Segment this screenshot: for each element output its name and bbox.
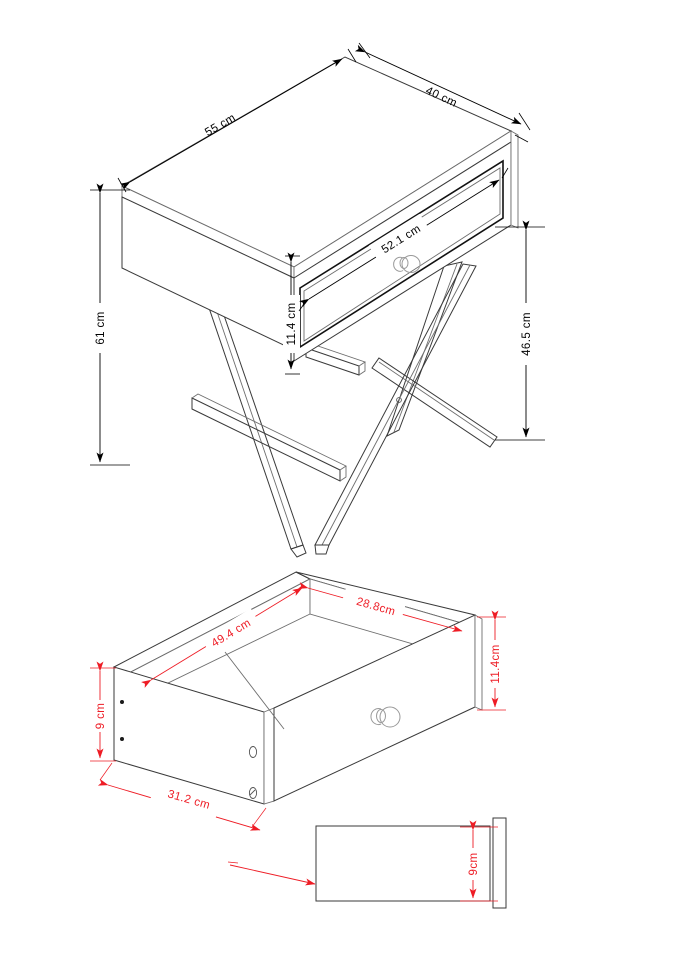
- flat-panel-end-cap: [492, 817, 507, 909]
- dimension-label-side-height: 9 cm: [95, 703, 107, 730]
- view-drawer-box: 49.4 cm 28.8cm 9 cm: [90, 571, 506, 886]
- dimension-label-drawer-front-height: 11.4 cm: [286, 303, 298, 346]
- leg-back-long: [371, 357, 498, 448]
- stretcher-lower-top: [191, 393, 347, 471]
- dimension-total-height: 61 cm: [90, 183, 130, 466]
- leg-frame: [191, 261, 498, 558]
- dimension-side-height: 9 cm: [90, 661, 116, 762]
- stretcher-upper: [305, 347, 360, 376]
- cabinet-right-edge: [510, 130, 519, 229]
- cabinet-body: [120, 56, 519, 362]
- leg-pivot-hole: [396, 397, 402, 403]
- dimension-label-leg-height: 46.5 cm: [521, 312, 533, 356]
- leg-front-left-upper-inner: [211, 296, 298, 548]
- leg-front-right-foot: [314, 544, 330, 555]
- drawer-side-panel-left-edge: [263, 707, 275, 805]
- leg-front-left-foot: [290, 544, 307, 558]
- view-side-panel-flat: 9cm: [315, 817, 507, 909]
- dimension-inner-width: 28.8cm: [297, 582, 463, 632]
- dimension-side-length: 31.2 cm: [97, 762, 316, 886]
- dowel-hole-icon: [120, 737, 124, 741]
- view-assembled-nightstand: 55 cm 40 cm 61 cm: [90, 42, 545, 558]
- stretcher-lower-end: [339, 466, 347, 482]
- dimension-leg-height: 46.5 cm: [495, 220, 545, 441]
- dimension-label-total-height: 61 cm: [95, 311, 107, 344]
- dimension-front-height: 11.4cm: [477, 610, 506, 711]
- flat-panel-board: [315, 825, 491, 902]
- dimension-label-panel-height: 9cm: [468, 853, 480, 876]
- leg-back-long-inner: [378, 361, 495, 441]
- dimension-label-front-height: 11.4cm: [490, 644, 502, 683]
- stretcher-upper-end: [358, 362, 366, 376]
- stretcher-lower: [191, 397, 341, 482]
- cam-hole-icon: [248, 746, 258, 758]
- leg-front-right-inner: [321, 264, 471, 546]
- dimension-drawer-front-height: 11.4 cm: [283, 252, 300, 375]
- dowel-hole-icon: [120, 700, 124, 704]
- dimension-panel-height: 9cm: [460, 820, 498, 902]
- drawer-knob-icon: [370, 706, 401, 728]
- drawer-front-right-edge: [474, 614, 483, 711]
